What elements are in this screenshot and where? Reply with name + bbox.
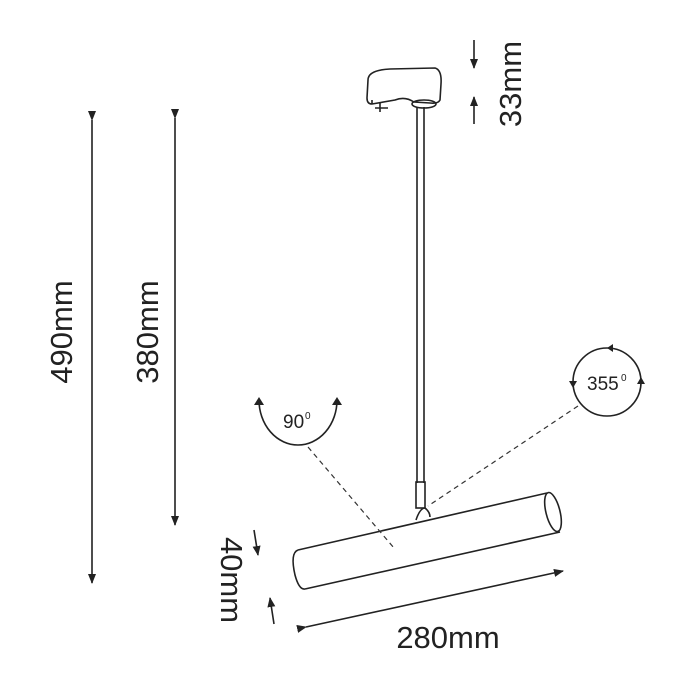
- adapter-height-dimension: 33mm: [470, 40, 528, 127]
- adapter-height-label: 33mm: [493, 41, 528, 127]
- tube-length-label: 280mm: [396, 620, 499, 655]
- tilt-rotation-indicator: 90 0: [254, 397, 395, 549]
- drop-height-label: 380mm: [130, 280, 165, 383]
- tube-diameter-dimension: 40mm: [214, 529, 276, 625]
- suspension-rod: [415, 107, 431, 521]
- diameter-arrow-up: [267, 597, 276, 625]
- diameter-arrow-down: [252, 529, 261, 556]
- swivel-degree-sign: 0: [621, 373, 627, 384]
- total-height-label: 490mm: [44, 280, 79, 383]
- swivel-rotation-indicator: 355 0: [427, 344, 645, 507]
- tube-diameter-label: 40mm: [214, 537, 249, 623]
- track-adapter: [366, 67, 442, 112]
- tilt-angle-value: 90: [283, 412, 304, 433]
- total-height-dimension: 490mm: [44, 111, 96, 584]
- tilt-degree-sign: 0: [305, 411, 311, 422]
- lamp-tube: [292, 491, 563, 590]
- drop-height-dimension: 380mm: [130, 109, 179, 526]
- tube-length-arrow: [296, 569, 564, 633]
- swivel-angle-value: 355: [587, 374, 619, 395]
- tube-length-dimension: 280mm: [296, 569, 564, 655]
- tilt-arc-arrow-icon: [258, 399, 338, 446]
